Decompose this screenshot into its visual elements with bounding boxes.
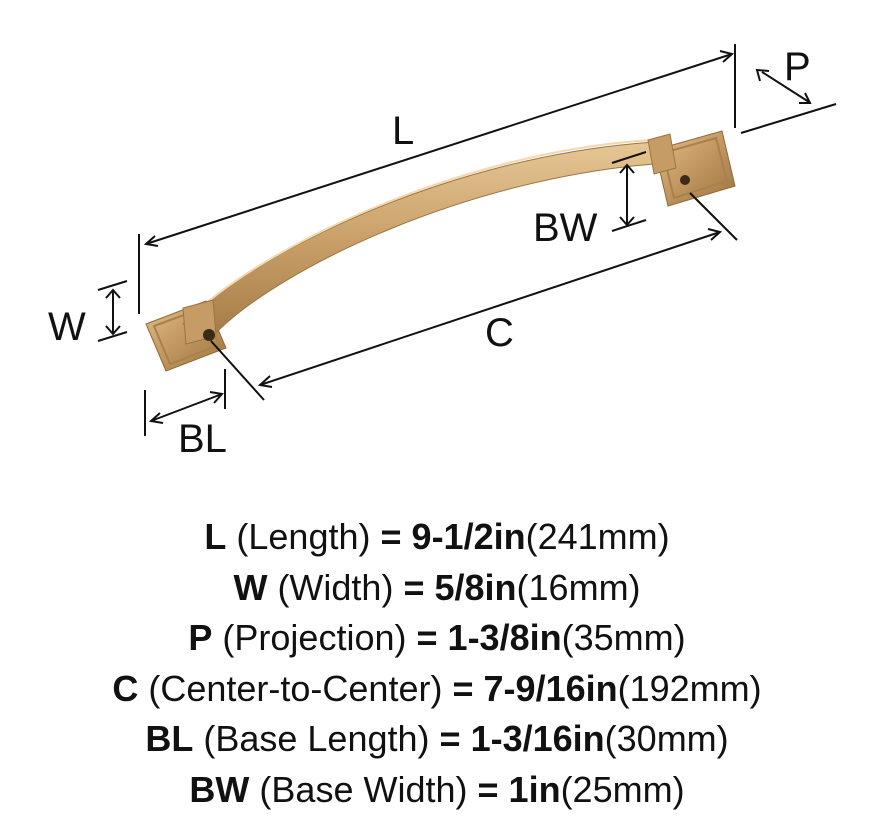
spec-imperial: 1in <box>508 768 561 810</box>
right-screw-hole-icon <box>680 175 690 185</box>
spec-imperial: 7-9/16in <box>483 667 618 709</box>
spec-code: P <box>188 617 213 658</box>
left-screw-hole-icon <box>203 329 215 341</box>
spec-imperial: 1-3/8in <box>447 617 562 658</box>
spec-equals: = <box>380 516 402 557</box>
spec-imperial: 5/8in <box>434 566 517 608</box>
spec-row-center-to-center: C (Center-to-Center) = 7-9/16in(192mm) <box>0 664 874 715</box>
spec-row-projection: P (Projection) = 1-3/8in(35mm) <box>0 613 874 664</box>
spec-equals: = <box>477 768 499 810</box>
spec-code: C <box>112 667 139 709</box>
spec-metric: (16mm) <box>516 566 641 608</box>
dim-label-base-length: BL <box>178 417 227 461</box>
spec-equals: = <box>416 617 438 658</box>
dim-label-base-width: BW <box>533 206 598 250</box>
spec-equals: = <box>452 667 474 709</box>
spec-imperial: 1-3/16in <box>470 718 605 759</box>
handle-dimension-drawing: L P W BW C BL <box>48 44 837 461</box>
spec-row-length: L (Length) = 9-1/2in(241mm) <box>0 512 874 563</box>
dim-label-length: L <box>392 109 414 153</box>
dimension-lines <box>97 44 837 436</box>
spec-name: (Projection) <box>222 617 407 658</box>
spec-metric: (192mm) <box>617 667 762 709</box>
spec-name: (Length) <box>236 516 371 557</box>
spec-equals: = <box>439 718 461 759</box>
spec-code: W <box>233 566 268 608</box>
cabinet-pull-handle <box>145 130 736 372</box>
spec-code: L <box>204 516 227 557</box>
spec-row-base-width: BW (Base Width) = 1in(25mm) <box>0 765 874 816</box>
dimension-spec-list: L (Length) = 9-1/2in(241mm) W (Width) = … <box>0 512 874 815</box>
spec-metric: (25mm) <box>560 768 685 810</box>
spec-name: (Center-to-Center) <box>148 667 443 709</box>
spec-name: (Width) <box>277 566 394 608</box>
spec-equals: = <box>403 566 425 608</box>
dim-label-center-to-center: C <box>485 311 514 355</box>
dim-label-projection: P <box>784 45 811 89</box>
spec-metric: (35mm) <box>561 617 686 658</box>
spec-row-width: W (Width) = 5/8in(16mm) <box>0 563 874 614</box>
spec-code: BW <box>189 768 250 810</box>
spec-metric: (241mm) <box>525 516 670 557</box>
spec-name: (Base Length) <box>203 718 430 759</box>
spec-imperial: 9-1/2in <box>411 516 526 557</box>
spec-code: BL <box>145 718 194 759</box>
spec-name: (Base Width) <box>259 768 468 810</box>
spec-row-base-length: BL (Base Length) = 1-3/16in(30mm) <box>0 714 874 765</box>
dim-label-width: W <box>48 305 86 349</box>
spec-metric: (30mm) <box>604 718 729 759</box>
